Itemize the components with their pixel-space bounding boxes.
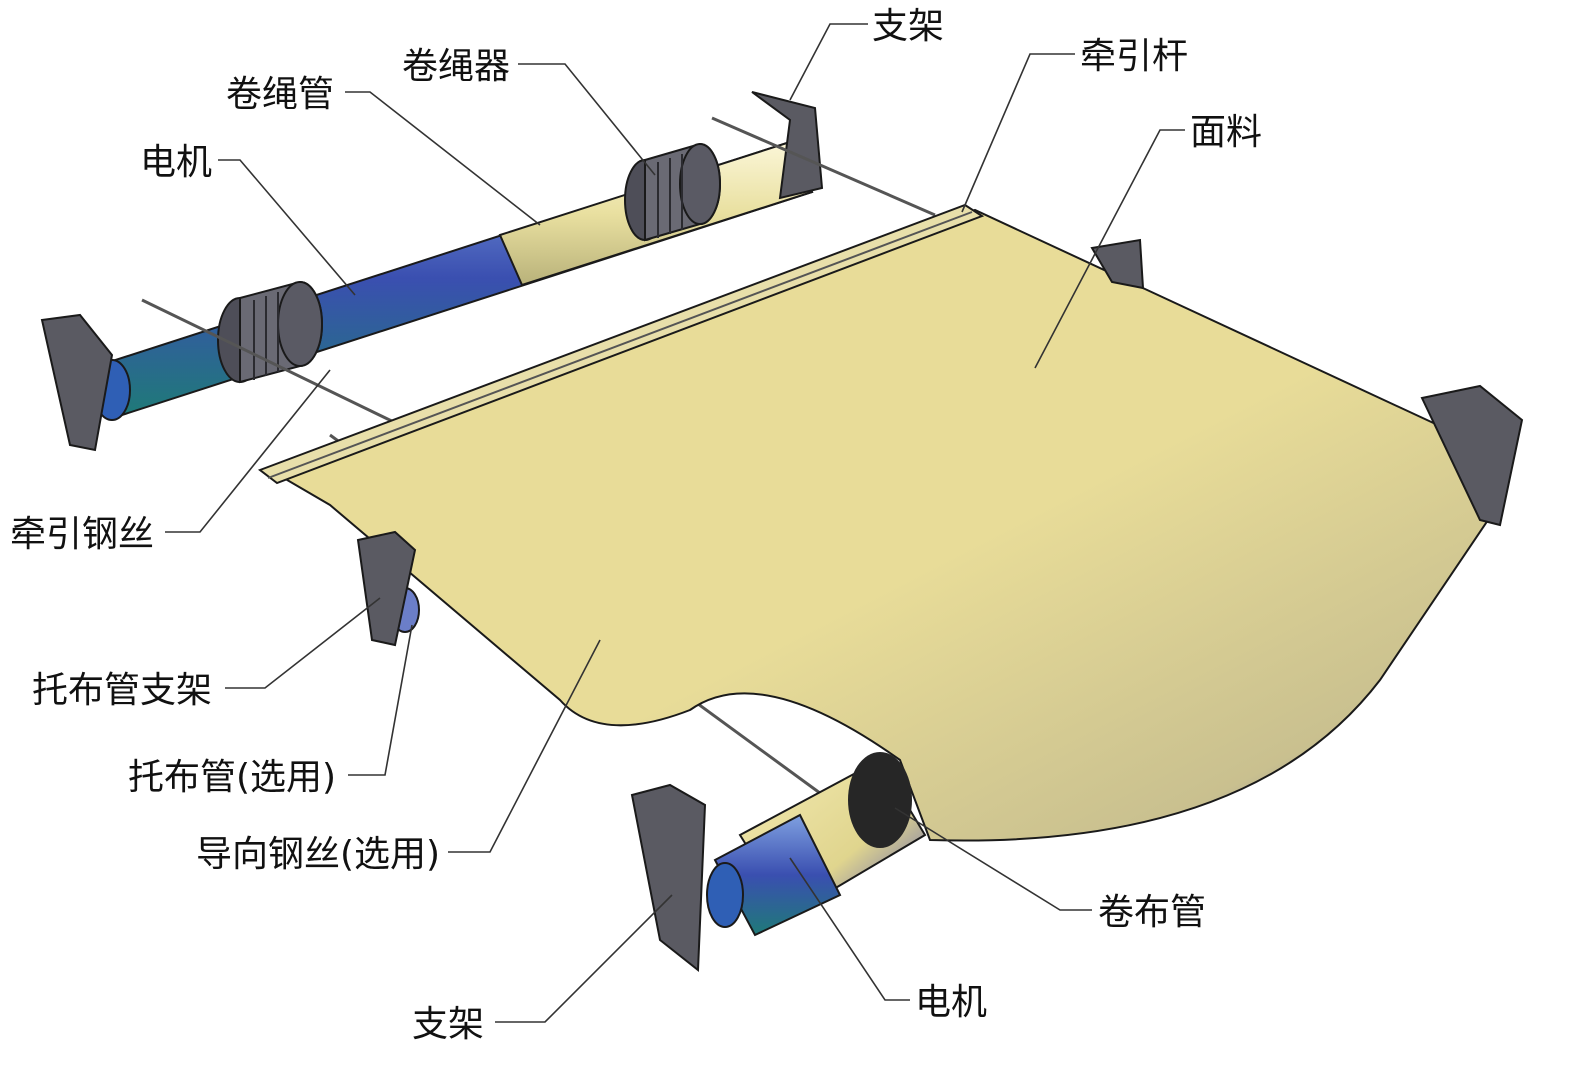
bottom-bracket [630, 783, 707, 972]
label-top-bracket: 支架 [872, 6, 944, 47]
top-bracket-left [40, 313, 114, 452]
fabric-roller-cap [848, 752, 912, 848]
label-motor-top: 电机 [140, 142, 212, 183]
label-support-tube: 托布管(选用) [128, 757, 336, 798]
right-bracket-lower [1420, 384, 1524, 527]
label-pull-rod: 牵引杆 [1080, 36, 1188, 77]
label-fabric-roller: 卷布管 [1098, 892, 1206, 933]
rope-winder-left [217, 280, 323, 384]
support-bracket [356, 530, 417, 647]
pull-wire-left [141, 298, 401, 427]
pull-wire-right [711, 116, 936, 217]
label-bottom-bracket: 支架 [412, 1004, 484, 1045]
label-fabric: 面料 [1190, 112, 1262, 153]
label-motor-bottom: 电机 [915, 982, 987, 1023]
label-pull-wire: 牵引钢丝 [10, 514, 154, 555]
label-guide-wire: 导向钢丝(选用) [196, 834, 440, 875]
label-rope-tube: 卷绳管 [226, 74, 334, 115]
right-bracket-upper [1090, 238, 1145, 290]
leader-lines [165, 23, 1185, 1023]
top-bracket-right [751, 91, 824, 200]
rope-winder-right [624, 142, 721, 242]
label-rope-winder: 卷绳器 [402, 46, 510, 87]
label-support-bracket: 托布管支架 [32, 670, 212, 711]
bottom-motor-end [706, 862, 744, 928]
